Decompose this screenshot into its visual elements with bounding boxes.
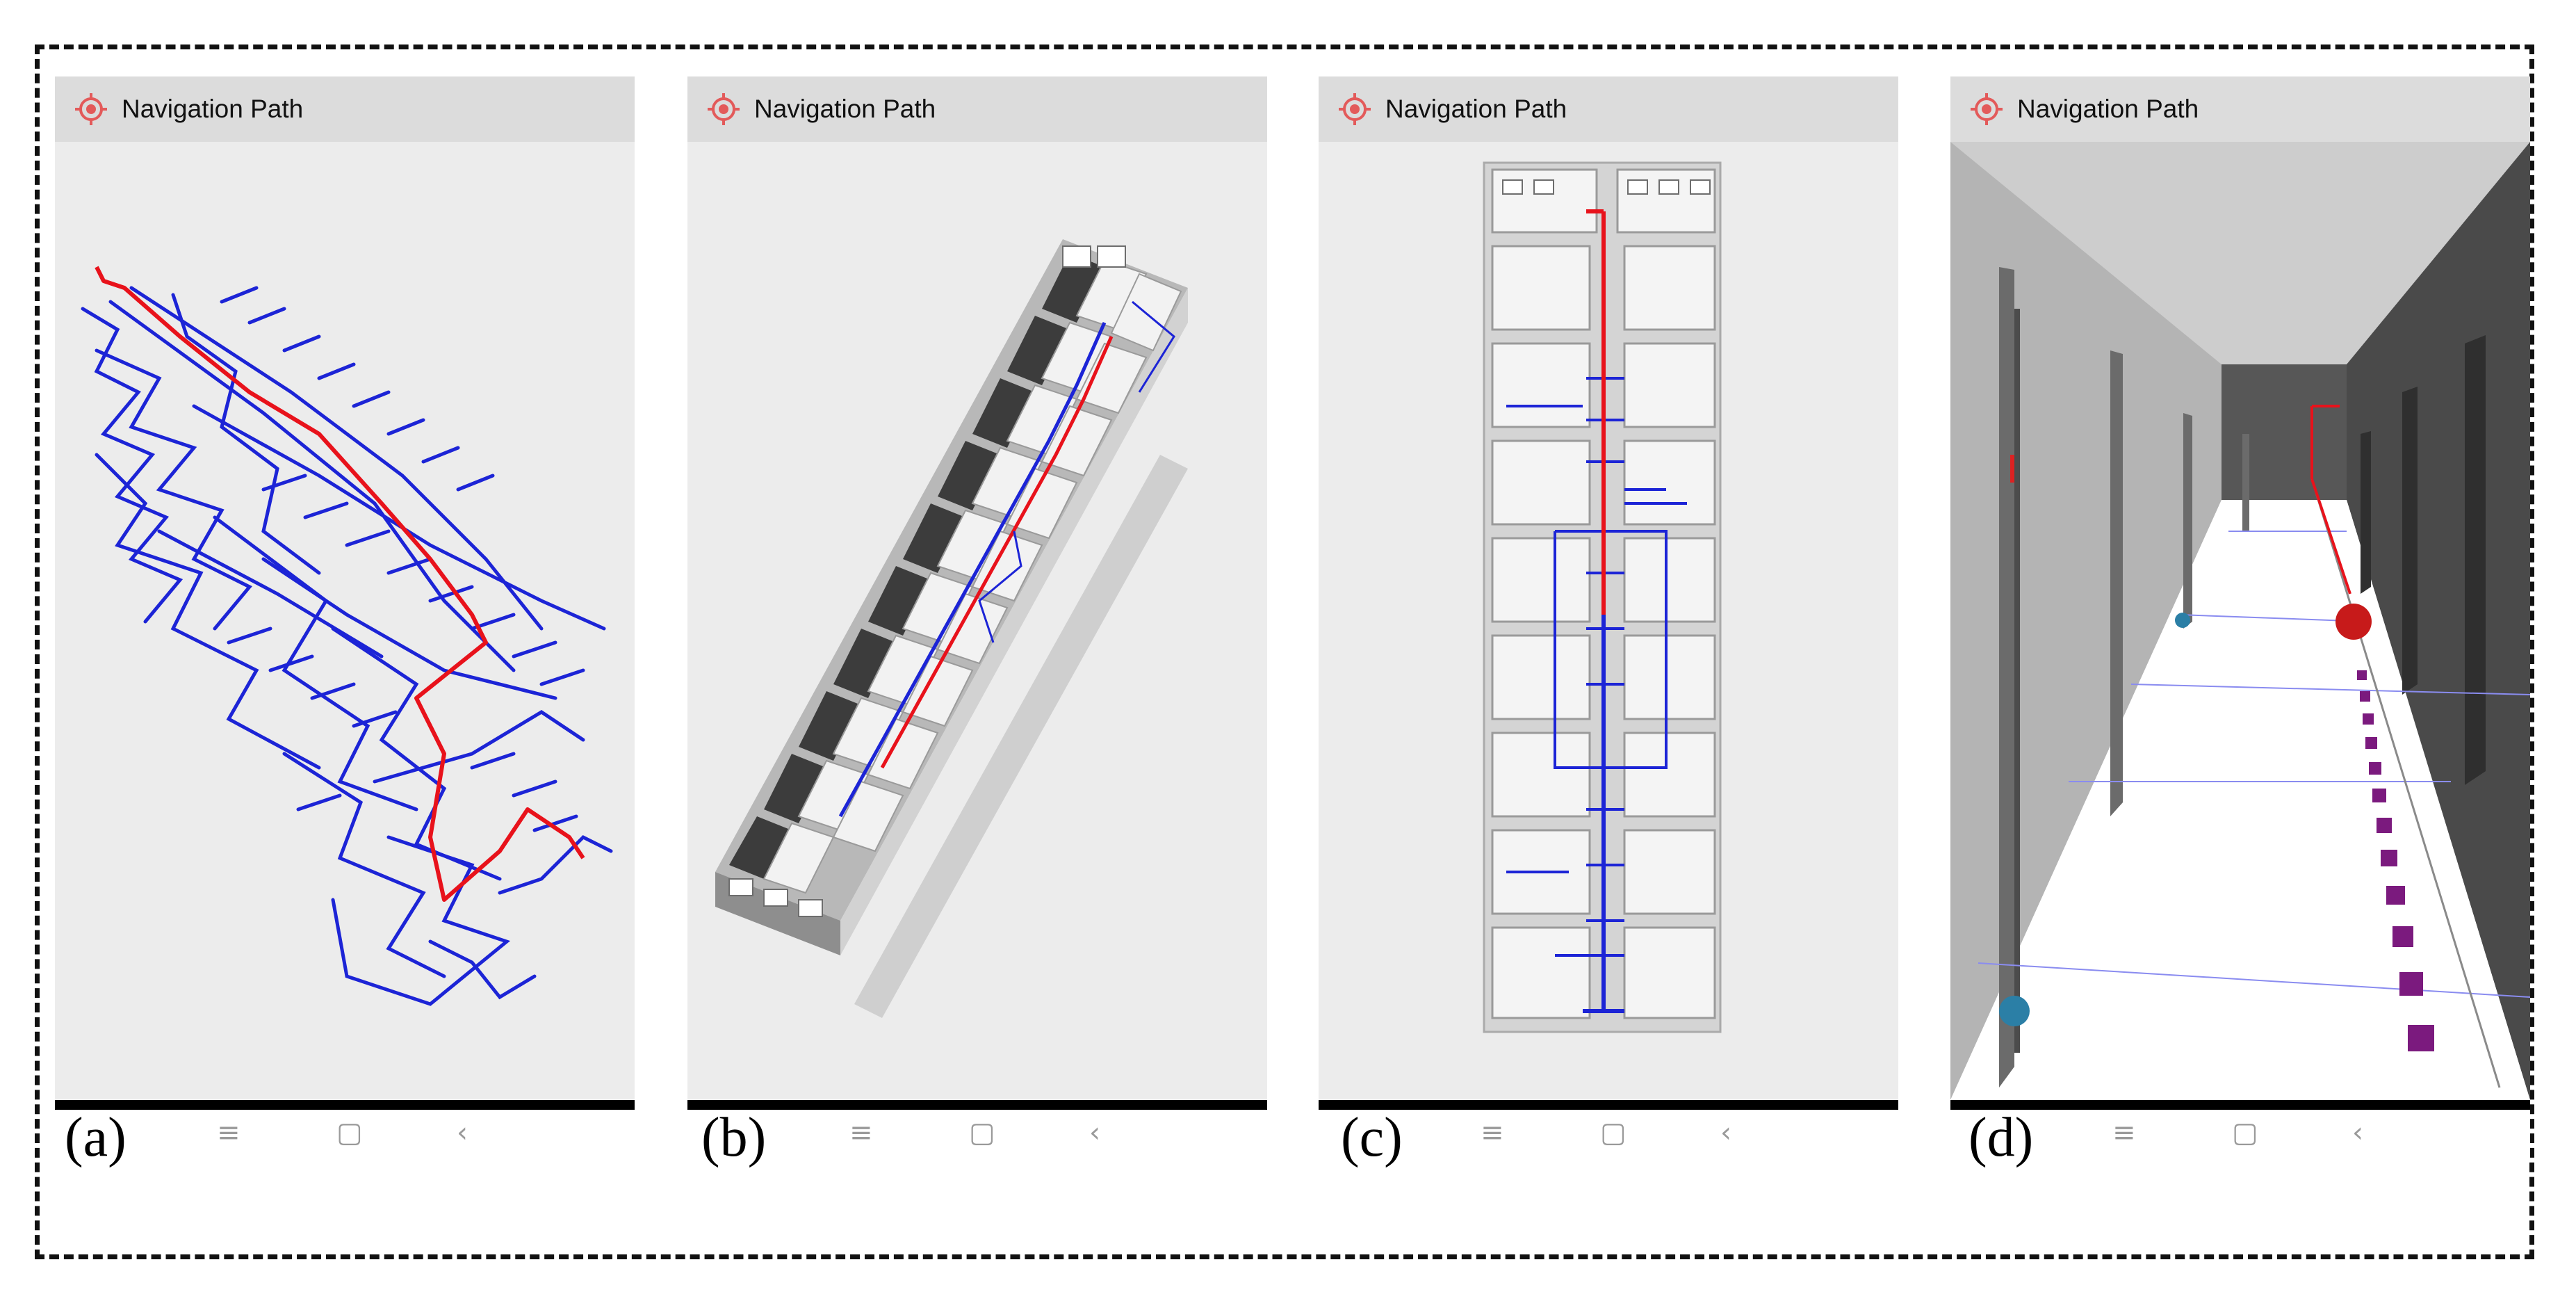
screen-bottom-bar: [55, 1100, 635, 1110]
figure-frame: [35, 45, 2534, 1259]
menu-icon[interactable]: ≡: [1481, 1117, 1504, 1149]
android-nav-bar: ≡ ▢ ‹: [1319, 1110, 1898, 1161]
menu-icon[interactable]: ≡: [217, 1117, 241, 1149]
phone-panel-d: Navigation Path: [1950, 76, 2530, 1165]
screen-bottom-bar: [1319, 1100, 1898, 1110]
home-icon[interactable]: ▢: [1600, 1117, 1627, 1149]
building-topdown-view[interactable]: [1319, 142, 1898, 1100]
android-nav-bar: ≡ ▢ ‹: [687, 1110, 1267, 1161]
target-location-icon: [1971, 93, 2003, 125]
header-title: Navigation Path: [754, 95, 936, 123]
screen-bottom-bar: [1950, 1100, 2530, 1110]
header-title: Navigation Path: [2017, 95, 2199, 123]
back-icon[interactable]: ‹: [2352, 1117, 2363, 1149]
panel-caption: (d): [1968, 1107, 2034, 1168]
home-icon[interactable]: ▢: [969, 1117, 995, 1149]
app-header: Navigation Path: [687, 76, 1267, 142]
home-icon[interactable]: ▢: [336, 1117, 363, 1149]
menu-icon[interactable]: ≡: [2112, 1117, 2136, 1149]
building-isometric-view[interactable]: [687, 142, 1267, 1100]
back-icon[interactable]: ‹: [1089, 1117, 1100, 1149]
header-title: Navigation Path: [122, 95, 304, 123]
target-location-icon: [75, 93, 107, 125]
android-nav-bar: ≡ ▢ ‹: [1950, 1110, 2530, 1161]
menu-icon[interactable]: ≡: [849, 1117, 873, 1149]
panel-caption: (a): [65, 1107, 127, 1168]
app-header: Navigation Path: [1319, 76, 1898, 142]
home-icon[interactable]: ▢: [2232, 1117, 2258, 1149]
screen-bottom-bar: [687, 1100, 1267, 1110]
header-title: Navigation Path: [1385, 95, 1567, 123]
phone-panel-c: Navigation Path: [1319, 76, 1898, 1165]
back-icon[interactable]: ‹: [457, 1117, 468, 1149]
phone-panel-b: Navigation Path: [687, 76, 1267, 1165]
panel-caption: (c): [1341, 1107, 1403, 1168]
corridor-first-person-view[interactable]: [1950, 142, 2530, 1100]
navigation-network-view[interactable]: [55, 142, 635, 1100]
app-header: Navigation Path: [55, 76, 635, 142]
panel-caption: (b): [701, 1107, 767, 1168]
android-nav-bar: ≡ ▢ ‹: [55, 1110, 635, 1161]
back-icon[interactable]: ‹: [1720, 1117, 1731, 1149]
phone-panel-a: Navigation Path: [55, 76, 635, 1165]
target-location-icon: [708, 93, 740, 125]
target-location-icon: [1339, 93, 1371, 125]
app-header: Navigation Path: [1950, 76, 2530, 142]
